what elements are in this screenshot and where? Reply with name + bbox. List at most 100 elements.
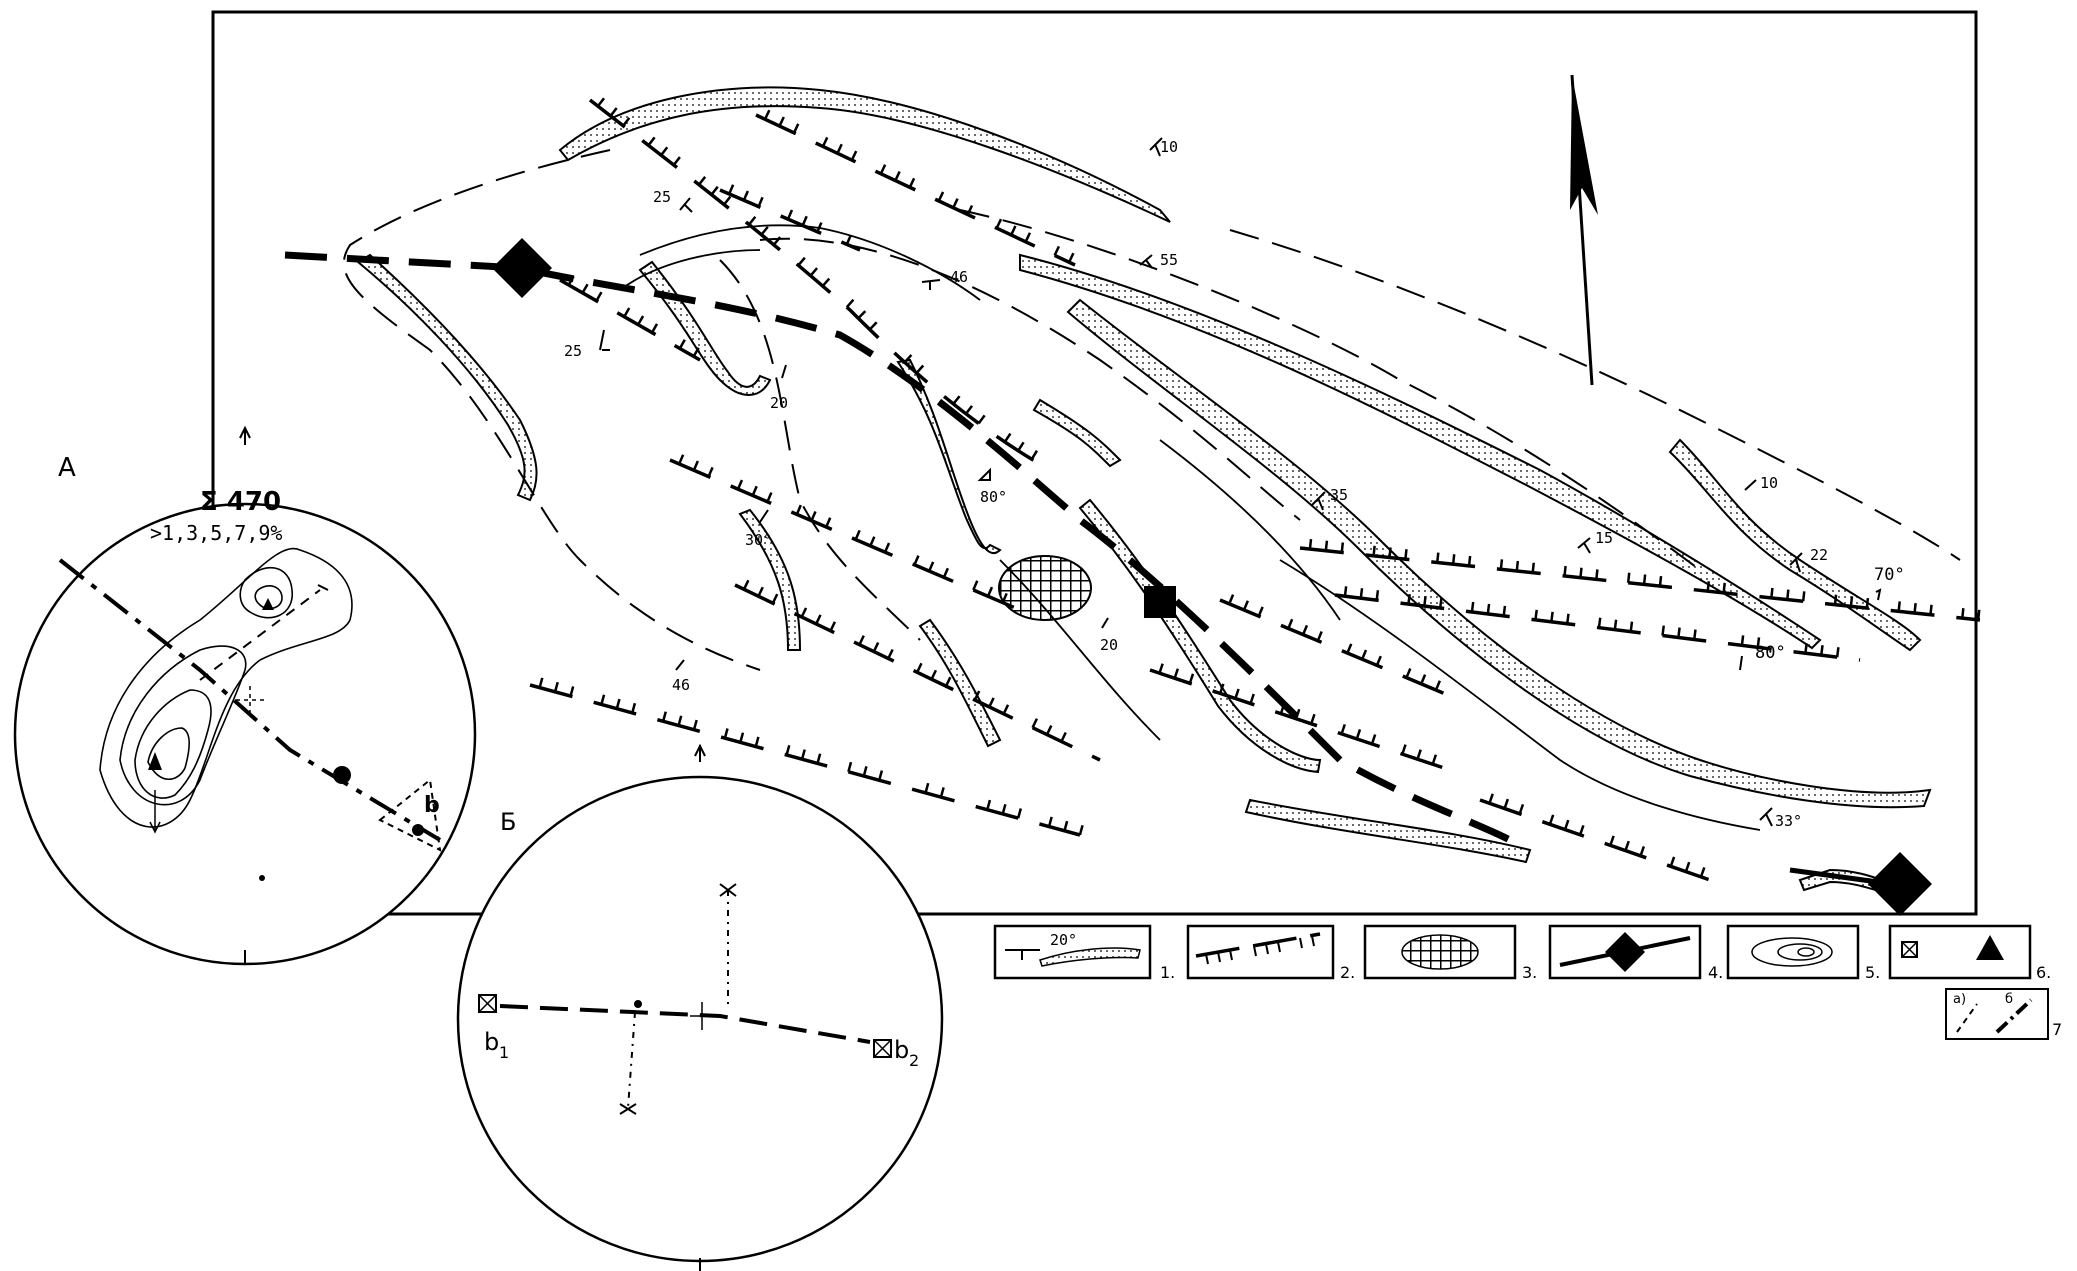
fault-tick <box>825 517 832 528</box>
fault-tick <box>742 190 749 201</box>
stereonet-a-sum: Σ 470 <box>200 487 281 517</box>
fault-tick <box>1242 600 1250 611</box>
fault-tick <box>1301 624 1309 636</box>
crosshatched-body <box>998 555 1092 621</box>
fault-tick <box>878 770 884 781</box>
fault-ticks <box>538 97 1981 878</box>
fault-tick <box>1316 631 1323 642</box>
fault-tick <box>650 323 659 334</box>
fault-tick <box>1565 613 1570 624</box>
dip-label: 15 <box>1595 529 1613 547</box>
fault-tick <box>797 256 806 267</box>
dip-label: 33° <box>1775 812 1802 830</box>
fault-tick <box>692 347 700 358</box>
fault-tick <box>637 315 645 326</box>
b2-subscript: 2 <box>909 1051 919 1070</box>
fault-tick <box>869 536 876 547</box>
fault-tick <box>692 719 698 731</box>
fault-tick <box>785 745 791 756</box>
fault-tick <box>1693 629 1697 640</box>
fault-tick <box>739 732 745 743</box>
fault-tick <box>553 681 559 693</box>
fault-tick <box>1346 643 1353 654</box>
legend-num: 2. <box>1340 963 1355 982</box>
fault-tick <box>908 177 916 188</box>
fault-tick <box>1030 450 1039 460</box>
fault-tick <box>1929 604 1933 615</box>
fault-tick <box>772 236 782 246</box>
b1-label: b <box>484 1028 499 1056</box>
fault-tick <box>763 109 771 120</box>
stereonet-b-label: Б <box>500 808 516 836</box>
fault-tick <box>1407 594 1411 605</box>
dip-annotations: 10 25 46 55 25 20 80° 35 30° 20 15 10 22… <box>564 138 1905 830</box>
fault-tick <box>1820 645 1824 656</box>
fault-tick <box>1340 542 1345 553</box>
fault-tick <box>988 697 995 708</box>
fault-tick <box>1629 621 1634 632</box>
dip-label: 10 <box>1760 474 1778 492</box>
fault-tick <box>1372 545 1376 556</box>
fault-tick <box>1976 609 1981 620</box>
fault-tick <box>850 150 858 161</box>
fault-tick <box>939 787 945 798</box>
fault-tick <box>1002 704 1010 715</box>
fault-tick <box>1355 729 1362 740</box>
fault-tick <box>723 195 732 206</box>
fault-tick <box>1865 597 1870 609</box>
fault-tick <box>778 116 785 127</box>
dip-label: 46 <box>950 268 968 286</box>
fault-tick <box>1416 749 1422 760</box>
fault-tick <box>1438 597 1443 609</box>
fault-tick <box>821 136 829 148</box>
fault-tick <box>748 215 757 226</box>
fault-tick <box>1324 540 1329 551</box>
dip-label: 22 <box>1810 546 1828 564</box>
fault-tick <box>760 226 769 236</box>
fault-tick <box>952 395 961 405</box>
fault-tick <box>569 686 575 697</box>
fault-tick <box>894 170 901 182</box>
fault-tick <box>800 607 808 618</box>
fault-tick <box>609 107 618 117</box>
dip-label: 35 <box>1330 486 1348 504</box>
fault-tick <box>1370 734 1377 745</box>
dip-label: 10 <box>1160 138 1178 156</box>
fault-tick <box>1639 845 1646 857</box>
fault-tick <box>1234 688 1240 699</box>
fault-tick <box>1770 587 1774 599</box>
fault-tick <box>903 354 913 364</box>
fault-tick <box>915 364 925 374</box>
dip-label: 80° <box>980 488 1007 506</box>
fault-tick <box>1499 559 1504 570</box>
fault-tick <box>1310 713 1316 725</box>
fault-tick <box>845 234 852 245</box>
legend-box-7: а) б <box>1945 988 2049 1040</box>
fault-tick <box>1470 601 1475 613</box>
fault-tick <box>757 196 764 208</box>
fault-tick <box>977 414 986 425</box>
fault-tick <box>1219 683 1225 694</box>
legend: 20° 1. 2. 3. 4. 5. 6. <box>993 924 2051 982</box>
stereonet-a-label: А <box>58 453 76 483</box>
fault-tick <box>1359 588 1364 599</box>
fault-tick <box>1706 581 1711 592</box>
fault-tick <box>1388 547 1392 558</box>
fault-tick <box>810 510 817 522</box>
fault-tick <box>872 642 880 653</box>
fault-tick <box>581 283 589 294</box>
fault-tick <box>1658 576 1663 587</box>
fault-tick <box>1467 555 1472 567</box>
fault-tick <box>723 728 729 739</box>
fault-tick <box>916 662 923 673</box>
fault-tick <box>622 117 631 127</box>
dip-label: 20 <box>770 394 788 412</box>
fault-tick <box>795 504 802 515</box>
fault-tick <box>1249 693 1255 704</box>
fault-tick <box>1677 627 1681 638</box>
fault-tick <box>1833 594 1838 605</box>
fault-tick <box>845 298 855 308</box>
fault-tick <box>623 307 631 318</box>
fault-tick <box>1053 245 1061 256</box>
